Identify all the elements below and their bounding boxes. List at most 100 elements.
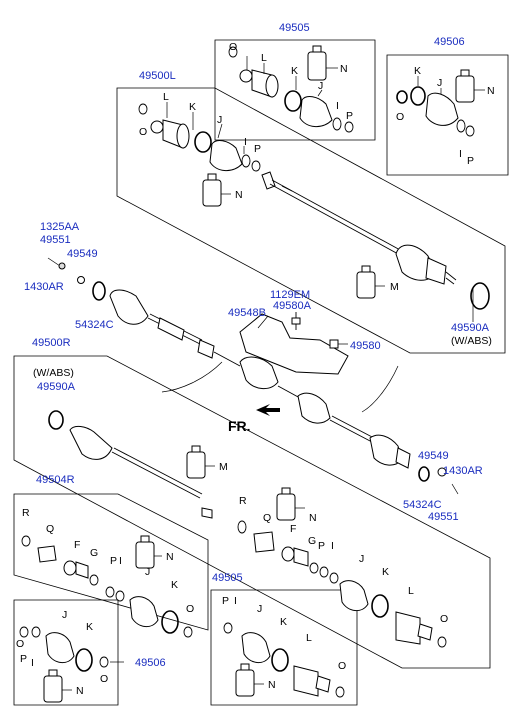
label-49500R: 49500R (32, 337, 71, 349)
letter-f: F (74, 539, 80, 551)
letter-o: O (16, 638, 24, 650)
label-1325AA: 1325AA (40, 221, 80, 233)
letter-k: K (86, 621, 93, 633)
letter-l: L (306, 632, 312, 644)
letter-l: L (163, 91, 169, 103)
box-49506-bottom (13, 599, 119, 706)
letter-i: I (244, 136, 247, 148)
letter-k: K (414, 65, 421, 77)
letter-o: O (229, 41, 237, 53)
letter-i: I (459, 148, 462, 160)
label-49549-bottom: 49549 (418, 450, 449, 462)
label-49500L: 49500L (139, 70, 176, 82)
letter-m: M (219, 461, 228, 473)
letter-j: J (437, 77, 442, 89)
parts-49500R (48, 410, 447, 648)
letter-n: N (340, 63, 348, 75)
letter-o: O (440, 613, 448, 625)
letter-o: O (139, 126, 147, 138)
letter-g: G (308, 535, 316, 547)
box-49505-top (214, 39, 376, 141)
label-1430AR-bottom: 1430AR (443, 465, 483, 477)
letter-n: N (487, 85, 495, 97)
label-front: FR. (228, 418, 251, 434)
letter-n: N (268, 679, 276, 691)
label-49580: 49580 (350, 340, 381, 352)
letter-p: P (346, 110, 353, 122)
parts-49506-bottom (19, 626, 124, 703)
parts-49504R (21, 535, 193, 638)
letter-n: N (309, 512, 317, 524)
bolt-49580A (291, 312, 301, 330)
letter-q: Q (46, 523, 54, 535)
letter-j: J (359, 553, 364, 565)
label-49551-bottom: 49551 (428, 511, 459, 523)
label-wabs-right: (W/ABS) (451, 335, 492, 347)
label-49505-bottom: 49505 (212, 572, 243, 584)
letter-j: J (318, 80, 323, 92)
label-49506-top: 49506 (434, 36, 465, 48)
label-1129EM: 1129EM (270, 289, 310, 301)
letter-i: I (234, 595, 237, 607)
arc-left (161, 361, 223, 393)
box-49500L (116, 87, 506, 354)
label-49504R: 49504R (36, 474, 75, 486)
letter-q: Q (263, 512, 271, 524)
letter-r: R (239, 495, 247, 507)
letter-n: N (235, 189, 243, 201)
label-49506-bottom: 49506 (135, 657, 166, 669)
arc-right (361, 365, 399, 413)
label-1430AR-top: 1430AR (24, 281, 64, 293)
letter-i: I (119, 555, 122, 567)
letter-o: O (100, 673, 108, 685)
label-49580A: 49580A (273, 300, 312, 312)
label-49549-top: 49549 (67, 248, 98, 260)
letter-p: P (222, 595, 229, 607)
label-54324C-top: 54324C (75, 319, 114, 331)
letter-i: I (31, 657, 34, 669)
letter-j: J (145, 566, 150, 578)
box-49506-top (386, 54, 509, 176)
label-49505-top: 49505 (279, 22, 310, 34)
letter-i: I (336, 100, 339, 112)
letter-p: P (318, 540, 325, 552)
letter-o: O (186, 603, 194, 615)
letter-o: O (396, 111, 404, 123)
abs-ring-right (470, 282, 490, 310)
label-49551-top: 49551 (40, 234, 71, 246)
letter-l: L (261, 52, 267, 64)
letter-k: K (291, 65, 298, 77)
letter-o: O (338, 660, 346, 672)
letter-n: N (76, 685, 84, 697)
letter-k: K (280, 616, 287, 628)
label-49590A-left: 49590A (37, 381, 76, 393)
support-bracket (239, 313, 349, 375)
box-49500R (13, 355, 491, 669)
letter-g: G (90, 547, 98, 559)
letter-p: P (20, 653, 27, 665)
bolt-49580 (329, 339, 348, 349)
parts-49500L (138, 102, 474, 322)
letter-i: I (331, 540, 334, 552)
letter-n: N (166, 551, 174, 563)
center-shaft-assembly (47, 257, 459, 495)
letter-k: K (189, 101, 196, 113)
letter-j: J (62, 609, 67, 621)
letter-p: P (110, 555, 117, 567)
letter-j: J (217, 114, 222, 126)
letter-p: P (467, 155, 474, 167)
letter-k: K (171, 579, 178, 591)
label-wabs-left: (W/ABS) (33, 367, 74, 379)
letter-f: F (290, 523, 296, 535)
label-49590A-right: 49590A (451, 322, 490, 334)
letter-j: J (257, 603, 262, 615)
letter-k: K (382, 566, 389, 578)
letter-p: P (254, 143, 261, 155)
label-49548B: 49548B (228, 307, 266, 319)
letter-r: R (22, 507, 30, 519)
box-49505-bottom (210, 589, 358, 706)
letter-m: M (390, 281, 399, 293)
label-54324C-bottom: 54324C (403, 499, 442, 511)
letter-l: L (408, 585, 414, 597)
parts-49506-top (396, 69, 485, 137)
